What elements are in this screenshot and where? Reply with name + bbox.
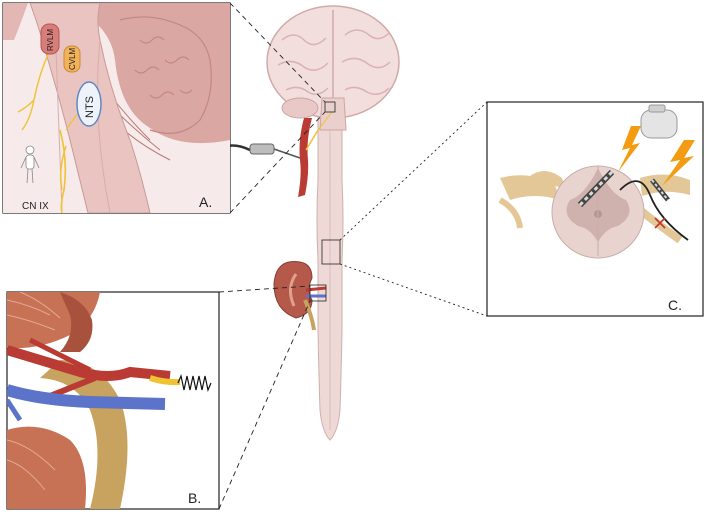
panel-c: C. [486,101,704,317]
panel-b: B. [6,291,220,510]
panel-a-letter: A. [199,194,212,210]
zoom-box-spinal-cord [321,239,341,265]
connector-lines [218,2,488,510]
nts-nucleus: NTS [76,81,102,127]
cn-ix-label: CN IX [22,201,49,212]
svg-text:NTS: NTS [84,96,96,118]
zoom-box-brainstem [324,101,336,113]
rvlm-nucleus: RVLM [40,23,60,55]
panel-a: RVLM CVLM NTS CN IX A. [2,2,231,214]
panel-c-letter: C. [668,297,682,313]
human-figure-icon [20,145,40,184]
cvlm-nucleus: CVLM [63,45,81,73]
brain-icon [266,5,400,131]
spinal-cord-icon [316,109,344,441]
stimulation-waveform-icon [177,374,212,392]
svg-text:RVLM: RVLM [46,29,55,51]
kidney-icon [273,260,327,331]
carotid-artery-icon [298,111,333,197]
panel-b-letter: B. [188,490,201,506]
lightning-bolt-icon [618,126,695,186]
svg-text:CVLM: CVLM [68,47,77,70]
pulse-generator-icon [640,104,678,139]
zoom-box-kidney [309,284,327,302]
